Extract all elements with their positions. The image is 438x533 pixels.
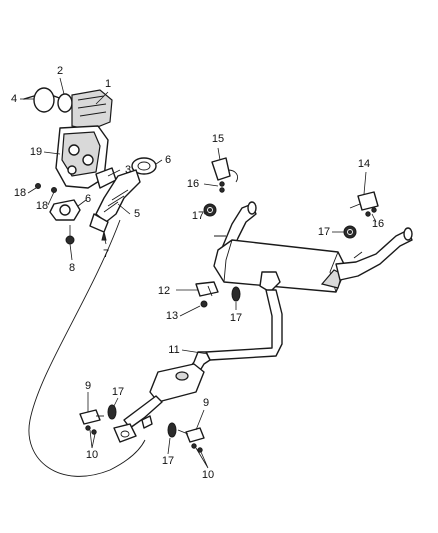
- intermediate-pipe-part: [205, 289, 283, 361]
- hanger-bracket-top: [211, 157, 239, 193]
- lower-bracket-left: [79, 409, 104, 435]
- callout-12: 12: [158, 285, 170, 297]
- hanger-bracket-mid: [195, 281, 219, 308]
- routing-loop-line: [28, 219, 146, 477]
- callout-8: 8: [69, 262, 75, 274]
- callout-1: 1: [105, 78, 111, 90]
- callout-3: 3: [125, 164, 131, 176]
- callout-17-b: 17: [318, 226, 330, 238]
- callout-labels: 1 2 4 3 5 6 6 7 8 19 18 18 15 16 17 14 1…: [11, 65, 384, 481]
- catalytic-converter-assembly: [23, 87, 117, 245]
- nut-part: [65, 235, 75, 245]
- callout-10-right: 10: [202, 469, 214, 481]
- callout-7: 7: [103, 248, 109, 260]
- front-pipe-assembly: [89, 157, 157, 241]
- rear-muffler-assembly: [213, 201, 413, 293]
- gasket-ring-part: [57, 93, 73, 113]
- callout-14: 14: [358, 158, 370, 170]
- callout-10-left: 10: [86, 449, 98, 461]
- callout-18-left: 18: [14, 187, 26, 199]
- callout-6-upper: 6: [165, 154, 171, 166]
- callout-2: 2: [57, 65, 63, 77]
- upper-gasket-part: [131, 157, 157, 175]
- rubber-isolators: [107, 203, 357, 438]
- callout-9-left: 9: [85, 380, 91, 392]
- callout-11: 11: [168, 344, 179, 356]
- callout-17-c: 17: [230, 312, 242, 324]
- callout-17-e: 17: [162, 455, 174, 467]
- leader-lines: [20, 77, 377, 469]
- callout-16-right: 16: [372, 218, 384, 230]
- hanger-bracket-right: [349, 191, 379, 217]
- callout-13: 13: [166, 310, 178, 322]
- callout-4: 4: [11, 93, 17, 105]
- intermediate-pipe-assembly: [113, 289, 283, 443]
- callout-15: 15: [212, 133, 224, 145]
- callout-19: 19: [30, 146, 42, 158]
- callout-18-right: 18: [36, 200, 48, 212]
- right-tailpipe-part: [335, 229, 413, 281]
- callout-6-lower: 6: [85, 193, 91, 205]
- callout-17-a: 17: [192, 210, 204, 222]
- lower-bracket-right: [177, 427, 205, 453]
- callout-5: 5: [134, 208, 140, 220]
- front-muffler-part: [149, 363, 205, 403]
- heat-shield-part: [71, 89, 113, 131]
- clamp-part: [33, 87, 55, 113]
- callout-9-right: 9: [203, 397, 209, 409]
- callout-17-d: 17: [112, 386, 124, 398]
- callout-16-left: 16: [187, 178, 199, 190]
